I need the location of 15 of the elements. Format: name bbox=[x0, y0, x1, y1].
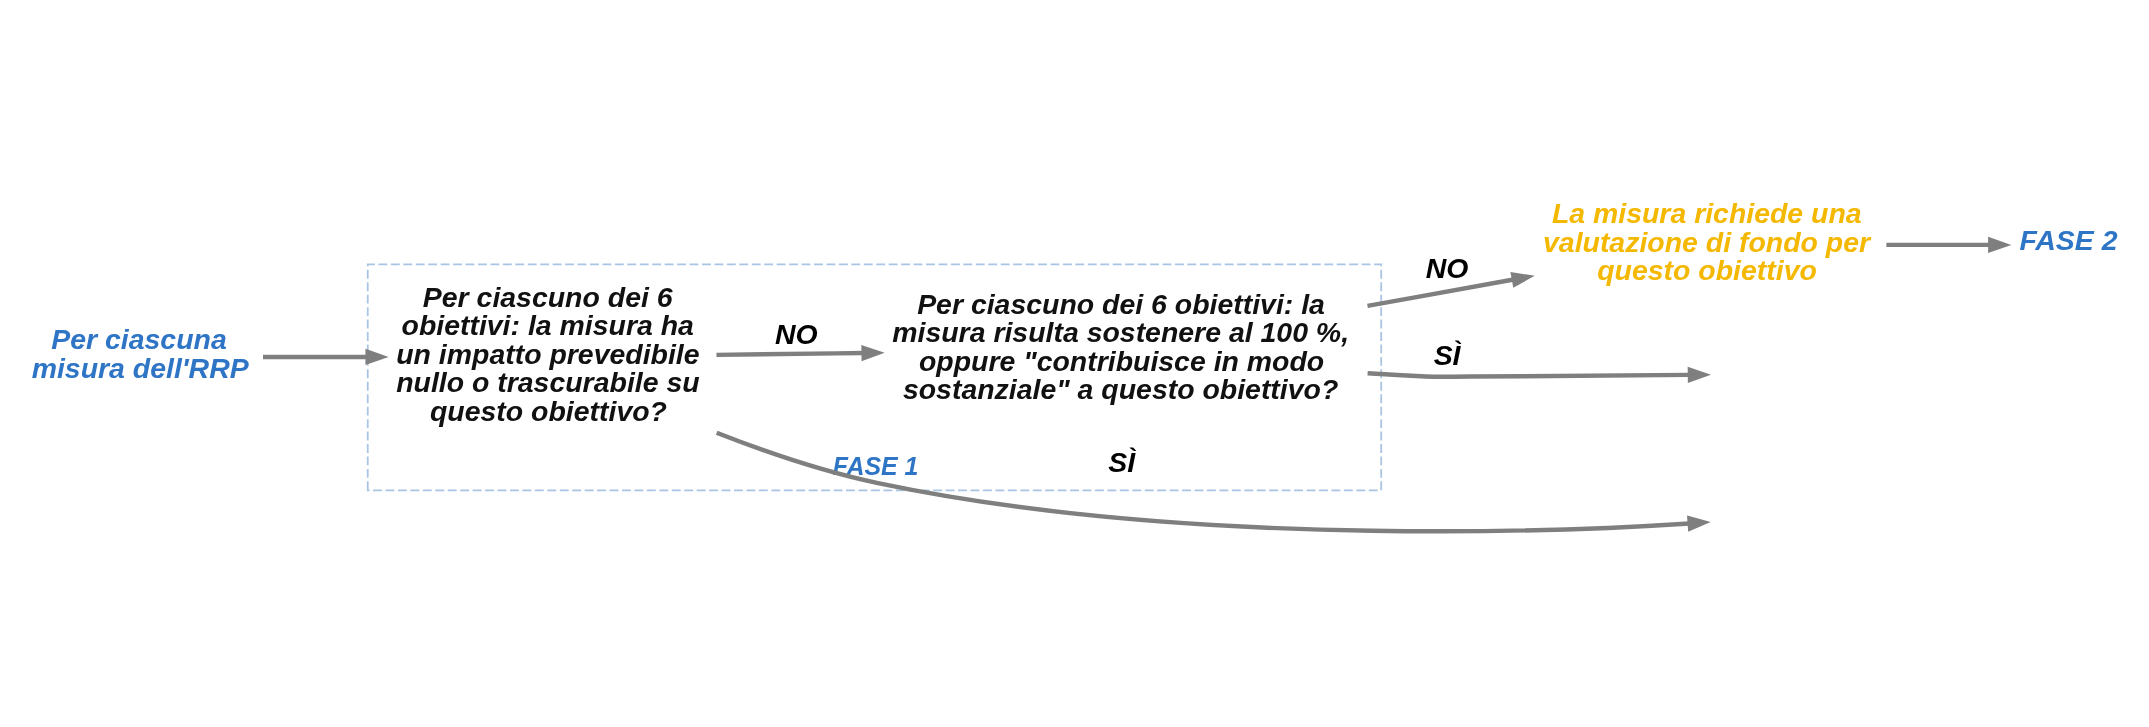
arrow bbox=[1367, 366, 1711, 383]
arrow bbox=[1367, 271, 1535, 309]
node-text: FASE 2 bbox=[2019, 223, 2118, 256]
node-text: Per ciascuno dei 6 obiettivi: la misura ha un impatto prevedibile nullo o trascurabile su questo obiettivo? bbox=[396, 280, 700, 427]
arrow bbox=[715, 430, 1711, 534]
edge-label: NO bbox=[1425, 252, 1469, 285]
node-text: La misura richiede una valutazione di fondo per questo obiettivo bbox=[1543, 197, 1871, 287]
arrow bbox=[716, 344, 885, 362]
edge-label: SÌ bbox=[1433, 339, 1461, 372]
edge-label: NO bbox=[774, 318, 818, 351]
node-text: Per ciascuna misura dell'RRP bbox=[31, 323, 249, 384]
arrow bbox=[263, 348, 389, 366]
node-text: Per ciascuno dei 6 obiettivi: la misura risulta sostenere al 100 %, oppure "contribuisce in modo sostanziale" a questo obiettivo? bbox=[892, 287, 1350, 406]
arrow bbox=[1886, 236, 2012, 253]
edge-label: SÌ bbox=[1108, 446, 1136, 479]
